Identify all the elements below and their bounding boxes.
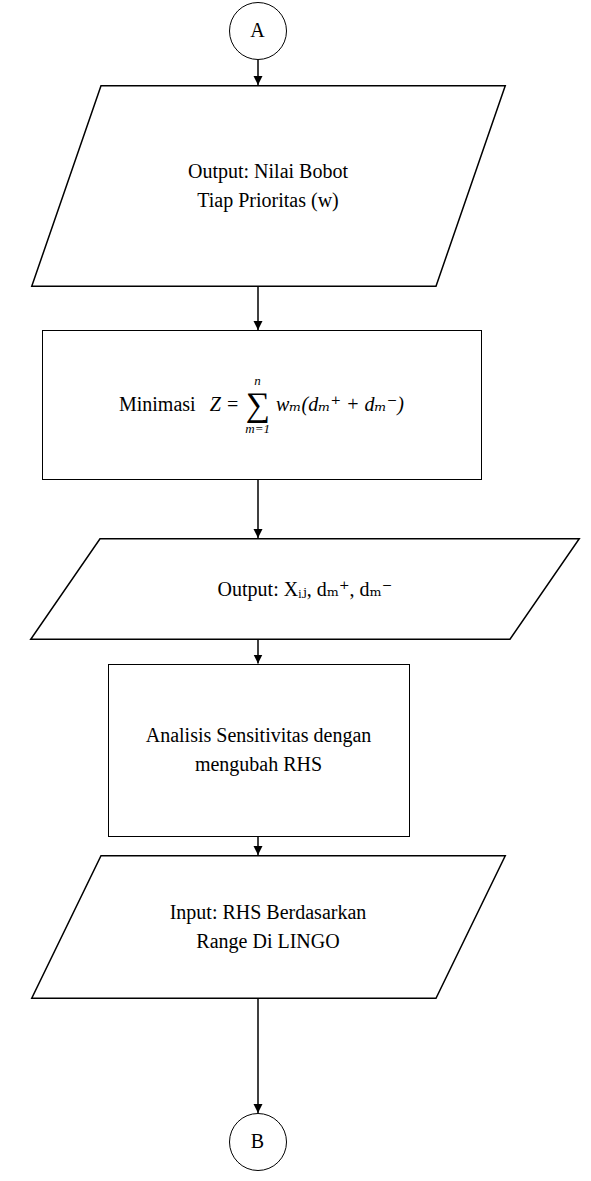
flow-arrow [257, 287, 259, 330]
input-parallelogram: Input: RHS Berdasarkan Range Di LINGO [31, 855, 506, 999]
node-content: Output: Xᵢⱼ, dₘ⁺, dₘ⁻ [30, 538, 580, 640]
flow-arrow [257, 640, 259, 664]
parallelogram-shape [31, 856, 505, 999]
connector-letter: A [250, 16, 264, 45]
summation: n∑m=1 [245, 374, 270, 435]
output-parallelogram: Output: Nilai Bobot Tiap Prioritas (w) [31, 85, 506, 287]
node-label: Output: Xᵢⱼ, dₘ⁺, dₘ⁻ [218, 575, 393, 604]
process-label: Minimasi [119, 390, 196, 419]
process-box: Analisis Sensitivitas dengan mengubah RH… [108, 664, 410, 837]
node-label: Input: RHS Berdasarkan Range Di LINGO [146, 898, 391, 956]
formula-text: Z = [210, 390, 240, 419]
node-content: Analisis Sensitivitas dengan mengubah RH… [108, 663, 410, 836]
sum-symbol: ∑ [245, 388, 269, 422]
connector-circle: A [229, 2, 287, 60]
node-label: Analisis Sensitivitas dengan mengubah RH… [126, 721, 391, 779]
output-parallelogram: Output: Xᵢⱼ, dₘ⁺, dₘ⁻ [30, 538, 580, 640]
node-content: A [229, 2, 287, 60]
node-content: Output: Nilai Bobot Tiap Prioritas (w) [31, 85, 506, 287]
node-content: MinimasiZ =n∑m=1wₘ(dₘ⁺ + dₘ⁻) [42, 330, 482, 480]
parallelogram-outline [31, 85, 506, 287]
node-content: B [229, 1113, 287, 1171]
formula-text: wₘ(dₘ⁺ + dₘ⁻) [276, 390, 404, 419]
flow-arrow [257, 999, 259, 1113]
sum-limit: n [254, 374, 261, 388]
parallelogram-shape [31, 539, 580, 640]
sum-limit: m=1 [245, 422, 270, 436]
node-label: Output: Nilai Bobot Tiap Prioritas (w) [168, 157, 368, 215]
flow-arrow [257, 480, 259, 538]
parallelogram-outline [31, 855, 506, 999]
parallelogram-shape [31, 86, 505, 287]
flow-arrow [257, 837, 259, 856]
process-box: MinimasiZ =n∑m=1wₘ(dₘ⁺ + dₘ⁻) [42, 330, 482, 480]
connector-circle: B [229, 1113, 287, 1171]
node-content: Input: RHS Berdasarkan Range Di LINGO [31, 855, 506, 999]
connector-letter: B [251, 1127, 264, 1156]
flow-arrow [257, 60, 259, 85]
